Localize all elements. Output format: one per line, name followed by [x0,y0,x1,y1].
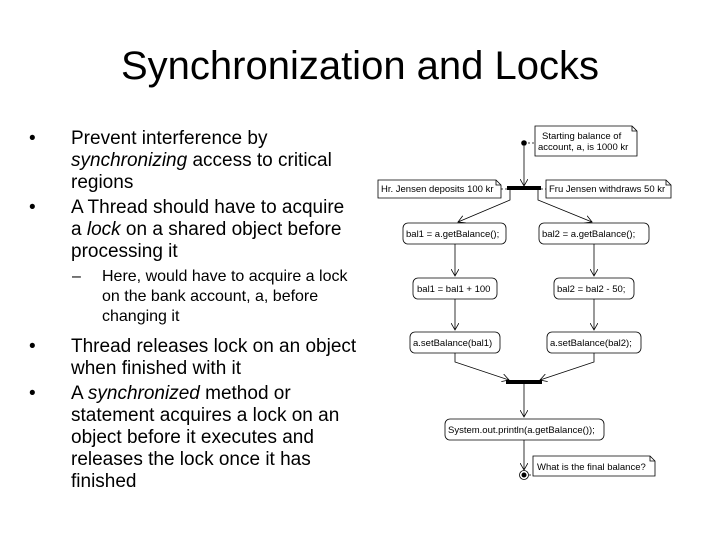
join-bar [506,380,542,384]
node-bal2-sub-text: bal2 = bal2 - 50; [557,284,625,295]
flow-right-join [540,353,595,380]
note-start-line1: Starting balance of [542,131,622,142]
note-fru-jensen-text: Fru Jensen withdraws 50 kr [549,184,665,195]
node-bal2-get: bal2 = a.getBalance(); [538,222,650,245]
note-final-balance-question: What is the final balance? [532,455,656,477]
end-node [519,470,529,480]
node-set-bal2: a.setBalance(bal2); [546,331,642,354]
node-set-bal1-text: a.setBalance(bal1) [413,338,492,349]
node-bal2-get-text: bal2 = a.getBalance(); [542,229,635,240]
node-bal1-add-text: bal1 = bal1 + 100 [417,284,490,295]
node-println-text: System.out.println(a.getBalance()); [448,425,595,436]
flow-fork-right [537,190,592,222]
note-start-line2: account, a, is 1000 kr [538,142,628,153]
node-println: System.out.println(a.getBalance()); [444,418,605,441]
start-node [521,140,527,146]
bullet-thread-releases: Thread releases lock on an object when f… [28,336,358,380]
node-bal1-add: bal1 = bal1 + 100 [412,277,498,300]
bullet-thread-lock: A Thread should have to acquire a lock o… [28,197,358,263]
sub-bullet-bank-account: –Here, would have to acquire a lock on t… [72,268,348,325]
bullet-list: Prevent interference by synchronizing ac… [28,128,358,496]
note-starting-balance: Starting balance of account, a, is 1000 … [534,125,638,157]
flow-fork-left [458,190,511,222]
node-set-bal2-text: a.setBalance(bal2); [550,338,632,349]
flow-left-join [454,353,509,380]
note-hr-jensen-text: Hr. Jensen deposits 100 kr [381,184,493,195]
slide-title: Synchronization and Locks [120,44,600,88]
fork-bar [507,186,541,190]
note-question-text: What is the final balance? [537,462,646,473]
node-bal2-sub: bal2 = bal2 - 50; [553,277,635,300]
bullet-synchronized-method: A synchronized method or statement acqui… [28,383,358,493]
node-bal1-get: bal1 = a.getBalance(); [402,222,507,245]
note-fru-jensen: Fru Jensen withdraws 50 kr [545,179,672,199]
note-hr-jensen: Hr. Jensen deposits 100 kr [377,179,502,199]
node-set-bal1: a.setBalance(bal1) [409,331,501,354]
node-bal1-get-text: bal1 = a.getBalance(); [406,229,499,240]
bullet-prevent-interference: Prevent interference by synchronizing ac… [28,128,358,194]
